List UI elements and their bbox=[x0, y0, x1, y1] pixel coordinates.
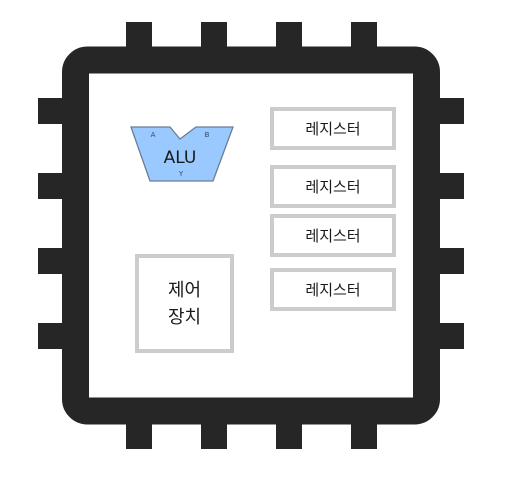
alu-input-b-label: B bbox=[205, 131, 210, 139]
alu-shape bbox=[130, 126, 234, 182]
control-unit-box bbox=[135, 254, 234, 353]
register-label-1: 레지스터 bbox=[305, 120, 361, 138]
register-label-4: 레지스터 bbox=[305, 281, 361, 299]
register-box-2 bbox=[270, 165, 396, 208]
register-label-2: 레지스터 bbox=[305, 178, 361, 196]
control-unit-label: 제어 장치 bbox=[167, 279, 202, 328]
alu-output-y-label: Y bbox=[178, 170, 184, 178]
register-box-4 bbox=[270, 268, 396, 311]
alu-input-a-label: A bbox=[151, 131, 156, 139]
register-box-3 bbox=[270, 214, 396, 257]
register-box-1 bbox=[270, 107, 396, 150]
register-label-3: 레지스터 bbox=[305, 227, 361, 245]
alu-label: ALU bbox=[164, 148, 197, 168]
